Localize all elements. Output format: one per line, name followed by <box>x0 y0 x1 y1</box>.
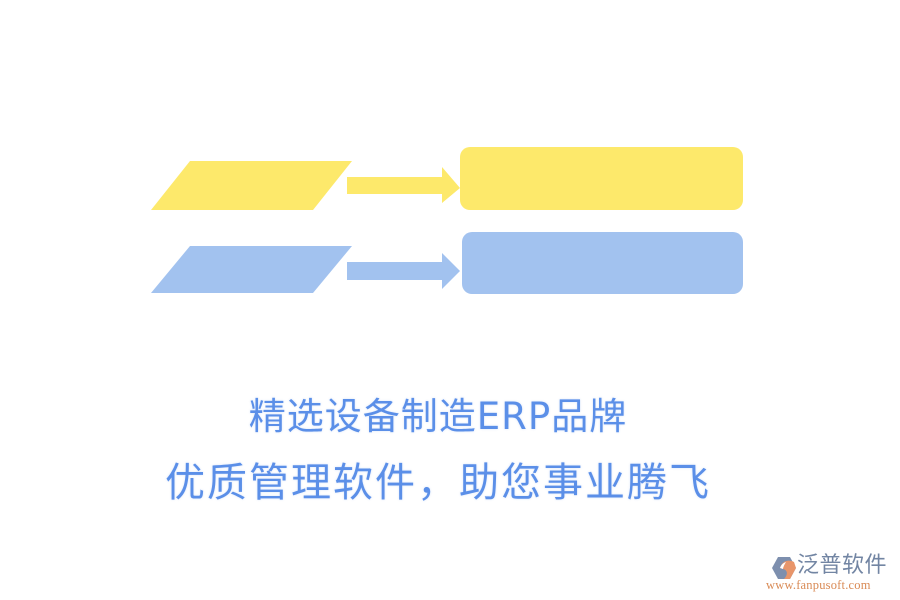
headline-line-2: 优质管理软件，助您事业腾飞 <box>165 460 711 506</box>
brand-logo: 泛普软件 www.fanpusoft.com <box>766 553 894 593</box>
blue-row <box>151 232 743 294</box>
brand-url: www.fanpusoft.com <box>766 578 871 592</box>
blue-arrow-icon <box>347 253 460 289</box>
yellow-rounded-box <box>460 147 743 210</box>
yellow-arrow-icon <box>347 167 460 203</box>
blue-parallelogram <box>151 246 352 293</box>
headline-line-1: 精选设备制造ERP品牌 <box>248 395 628 438</box>
fanpu-logo-icon <box>772 557 796 579</box>
blue-rounded-box <box>462 232 743 294</box>
yellow-parallelogram <box>151 161 352 210</box>
yellow-row <box>151 147 743 210</box>
brand-name: 泛普软件 <box>797 553 888 578</box>
